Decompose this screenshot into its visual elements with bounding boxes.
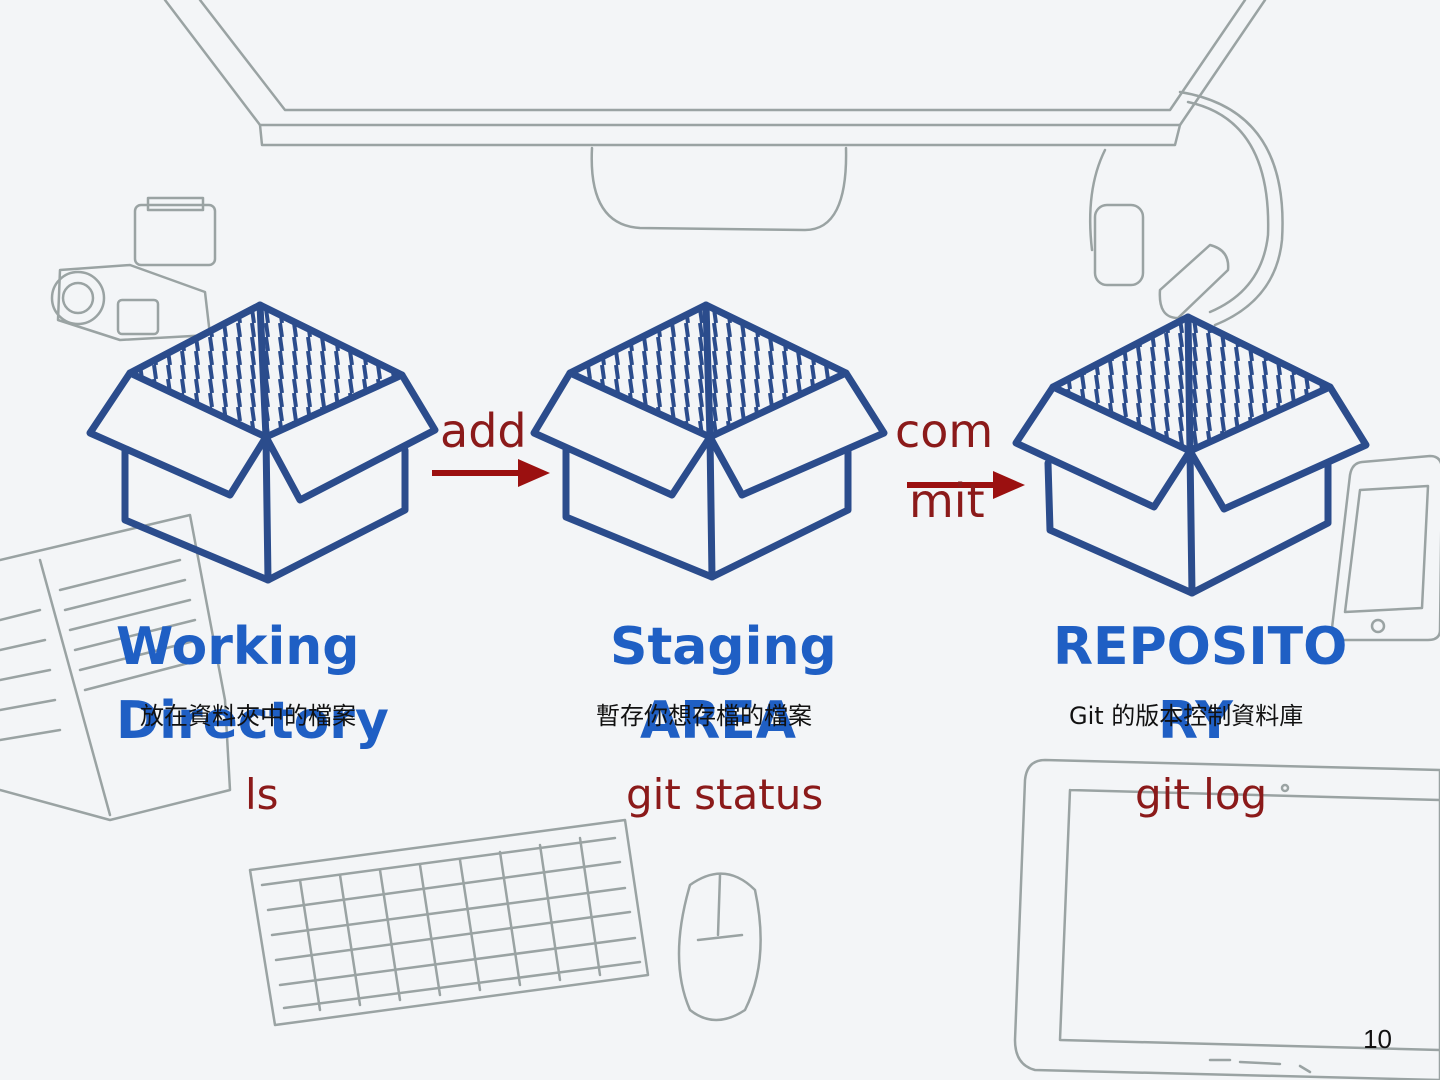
staging-area-description: 暫存你想存檔的檔案 [596, 702, 812, 730]
headphones-icon [1088, 90, 1284, 327]
add-arrow-label: add [440, 404, 527, 458]
staging-area-title-line2: AREA [640, 691, 797, 751]
staging-area-box-icon [530, 301, 888, 581]
commit-arrow-label-line2: mit [909, 474, 985, 528]
phone-icon [1330, 454, 1440, 642]
repository-description: Git 的版本控制資料庫 [1069, 702, 1304, 730]
repository-box-icon [1012, 313, 1370, 597]
commit-arrow-label-line1: com [895, 404, 994, 458]
monitor-icon [163, 0, 1267, 232]
working-directory-box-icon [86, 301, 439, 584]
tablet-icon [1013, 758, 1440, 1080]
commit-arrow-icon [907, 471, 1025, 499]
repository-title-line1: REPOSITO [1053, 617, 1348, 677]
staging-area-title-line1: Staging [610, 617, 837, 677]
page-number: 10 [1363, 1024, 1392, 1054]
repository-command: git log [1135, 770, 1268, 819]
working-directory-command: ls [245, 770, 279, 819]
keyboard-icon [248, 818, 650, 1027]
working-directory-description: 放在資料夾中的檔案 [140, 702, 356, 730]
repository-title-line2: RY [1158, 691, 1233, 751]
staging-area-command: git status [626, 770, 824, 819]
notebook-icon [0, 513, 232, 822]
working-directory-title-line2: Directory [116, 691, 389, 751]
mouse-icon [677, 872, 762, 1022]
working-directory-title-line1: Working [116, 617, 360, 677]
add-arrow-icon [432, 459, 550, 487]
